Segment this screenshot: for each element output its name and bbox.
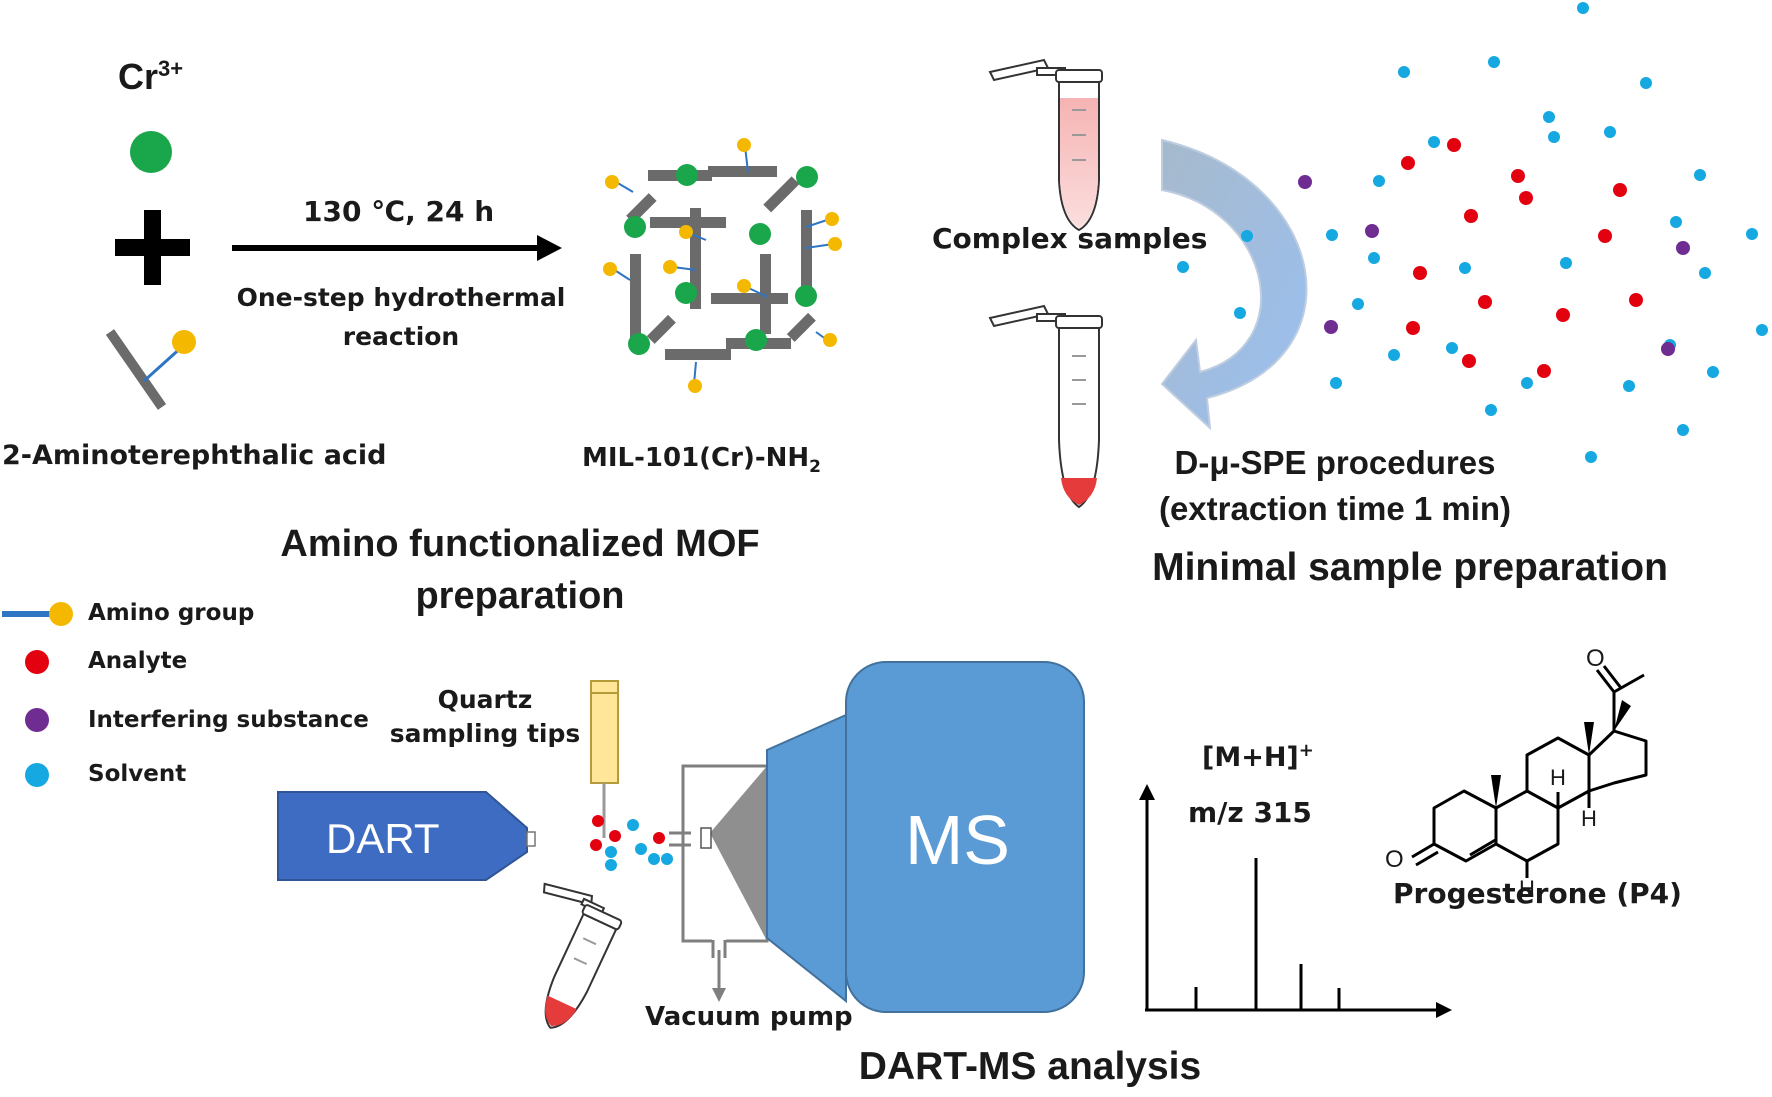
section-title-sample-prep: Minimal sample preparation [1152, 546, 1668, 589]
ionization-particles [590, 815, 695, 871]
reaction-text-line1: One-step hydrothermal [236, 283, 566, 312]
ion-label: [M+H]+ [1202, 740, 1314, 773]
procedure-label: D-μ-SPE procedures (extraction time 1 mi… [1158, 444, 1512, 527]
cr-ion-label: Cr3+ [118, 56, 184, 97]
compound-label: Progesterone (P4) [1393, 877, 1682, 910]
atom-o-acetyl: O [1586, 645, 1605, 672]
sample-tube-upper-icon [988, 58, 1103, 232]
legend-label-analyte: Analyte [88, 648, 188, 674]
progesterone-structure [1411, 665, 1648, 878]
vacuum-pump-label: Vacuum pump [645, 1002, 853, 1032]
legend-label-amino: Amino group [88, 600, 255, 626]
reaction-text-line2: reaction [342, 322, 460, 351]
plus-icon [115, 210, 190, 285]
dart-label: DART [326, 815, 440, 862]
linker-label: 2-Aminoterephthalic acid [2, 440, 387, 471]
quartz-tip-icon [590, 680, 619, 838]
sample-particles [1177, 2, 1768, 463]
quartz-tip-label: Quartz sampling tips [389, 685, 581, 748]
legend-analyte-icon [25, 650, 49, 674]
progesterone-wedges [1491, 700, 1631, 808]
section-title-analysis: DART-MS analysis [858, 1045, 1202, 1088]
legend-amino-group-icon [2, 602, 73, 626]
mz-label: m/z 315 [1188, 796, 1312, 829]
curved-process-arrow [1160, 138, 1308, 431]
legend-solvent-icon [25, 763, 49, 787]
ion-charge: + [1298, 740, 1314, 761]
ms-inlet-icon [669, 764, 769, 958]
sample-tube-small-icon [542, 882, 623, 1029]
cr-ion-charge: 3+ [158, 56, 184, 81]
dart-source-icon [277, 791, 536, 881]
mof-product-subscript: 2 [809, 457, 822, 478]
mass-spectrum-plot [1139, 784, 1452, 1018]
atom-o-ketone: O [1385, 846, 1404, 873]
atom-h-2: H [1519, 876, 1535, 901]
complex-samples-label: Complex samples [932, 222, 1208, 255]
mof-product-label: MIL-101(Cr)-NH2 [582, 443, 822, 478]
section-title-mof: Amino functionalized MOF preparation [280, 523, 760, 617]
atom-h-3: H [1581, 806, 1597, 831]
cr-ion-icon [130, 131, 172, 173]
legend-label-interfering: Interfering substance [88, 707, 369, 733]
atom-h-1: H [1550, 765, 1566, 790]
ms-label: MS [905, 801, 1010, 879]
legend-label-solvent: Solvent [88, 761, 187, 787]
synthesis-arrow [232, 235, 562, 261]
ms-analyzer-icon [766, 661, 1085, 1013]
synthesis-condition: 130 ℃, 24 h [303, 195, 495, 228]
mof-structure-icon [603, 138, 842, 393]
legend-interfering-icon [25, 708, 49, 732]
linker-molecule-icon [105, 329, 196, 410]
vacuum-arrow [712, 950, 726, 1002]
sample-tube-lower-icon [988, 304, 1103, 509]
